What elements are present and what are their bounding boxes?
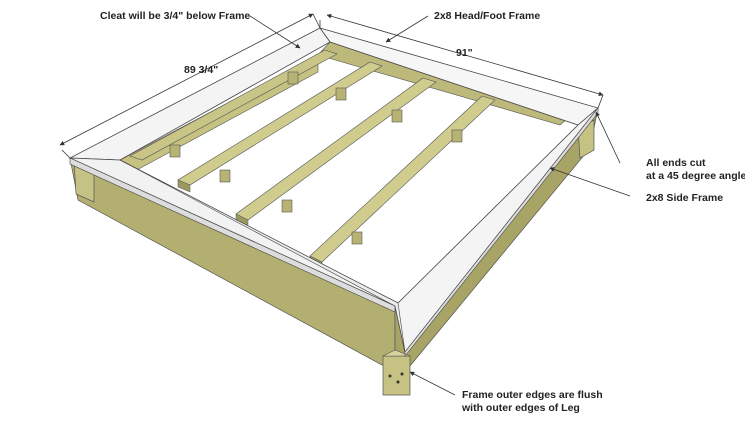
annotation-labels: Cleat will be 3/4" below Frame 2x8 Head/… [100,10,745,414]
side-frame-left-top [68,27,331,161]
label-ends-1: All ends cut [646,157,706,169]
leader-lines [249,15,631,396]
label-dim-width: 91" [456,47,473,59]
label-side-frame: 2x8 Side Frame [646,192,723,204]
leg-front [382,355,411,396]
dim-length-line [59,13,314,146]
label-ends-2: at a 45 degree angle [646,170,745,182]
label-dim-length: 89 3/4" [184,64,218,76]
side-frame-right-top [394,107,599,353]
dim-width-line [326,13,604,97]
label-cleat: Cleat will be 3/4" below Frame [100,10,250,22]
label-flush-1: Frame outer edges are flush [462,389,603,401]
label-head-foot: 2x8 Head/Foot Frame [434,10,540,22]
dimension-lines [59,13,604,159]
label-flush-2: with outer edges of Leg [461,402,580,414]
